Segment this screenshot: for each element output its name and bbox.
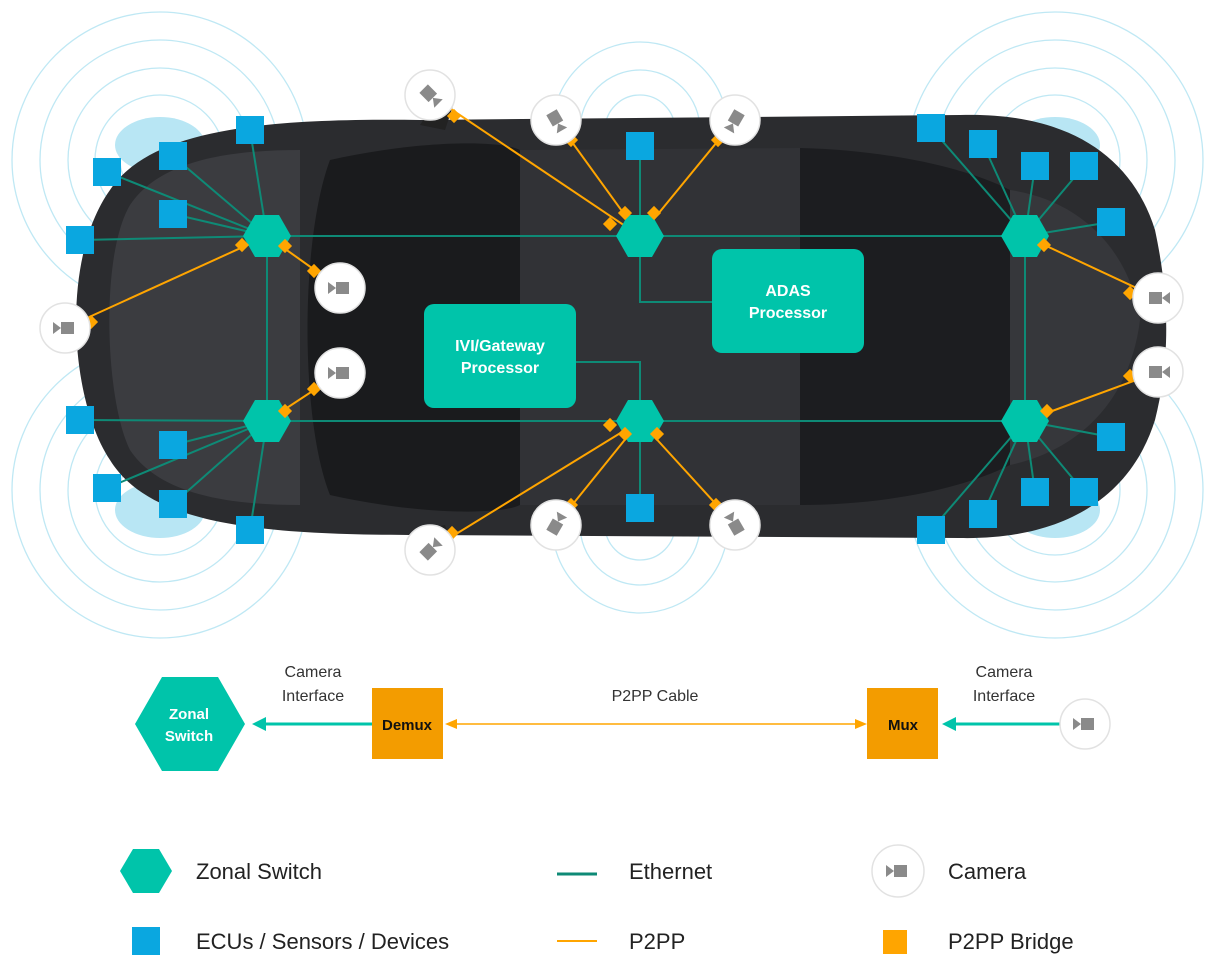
ivi-label-line2: Processor: [461, 360, 539, 377]
legend-ethernet-label: Ethernet: [629, 859, 712, 884]
legend-zonal-switch-label: Zonal Switch: [196, 859, 322, 884]
left-interface-label-line2: Interface: [282, 688, 344, 705]
p2pp-bridge: [1036, 237, 1052, 253]
signal-flow: Zonal Switch Camera Interface Demux P2PP…: [135, 664, 1111, 771]
ecu-nodes: [66, 114, 1125, 544]
flow-zonal-switch: [135, 677, 245, 771]
camera-node-front-left-low: [39, 302, 91, 354]
ecu-square: [236, 116, 264, 144]
ecu-square: [1097, 423, 1125, 451]
flow-arrowhead-right: [942, 717, 956, 731]
p2pp-bridge: [649, 426, 665, 442]
ecu-square: [66, 406, 94, 434]
ivi-gateway-processor: IVI/Gateway Processor: [424, 304, 576, 408]
right-interface-label-line2: Interface: [973, 688, 1035, 705]
camera-node-bottom-middle: [530, 499, 582, 551]
ecu-square: [1021, 478, 1049, 506]
ecu-square: [969, 500, 997, 528]
demux-label: Demux: [382, 717, 433, 734]
rear-window: [800, 148, 1010, 505]
cable-arrowhead-right: [855, 719, 867, 729]
camera-node-bottom-mirror: [404, 524, 456, 576]
flow-zonal-label-line2: Switch: [165, 728, 213, 745]
camera-node-top-middle: [530, 94, 582, 146]
p2pp-bridge: [446, 108, 462, 124]
ecu-square: [1097, 208, 1125, 236]
camera-node-rear-right-lower: [1132, 346, 1184, 398]
legend-camera-label: Camera: [948, 859, 1027, 884]
p2pp-bridge: [277, 238, 293, 254]
flow-arrowhead-left: [252, 717, 266, 731]
p2pp-bridge: [646, 205, 662, 221]
p2pp-bridge: [602, 417, 618, 433]
legend-camera-swatch: [871, 844, 925, 898]
ecu-square: [1070, 478, 1098, 506]
camera-node-bottom-right: [709, 499, 761, 551]
camera-nodes: [39, 69, 1184, 576]
ecu-square: [626, 132, 654, 160]
camera-node-rear-left: [314, 347, 366, 399]
ecu-square: [159, 431, 187, 459]
car-body: [76, 95, 1167, 560]
camera-node-front-left-upper: [314, 262, 366, 314]
ecu-square: [1070, 152, 1098, 180]
ecu-square: [93, 474, 121, 502]
ecu-square: [93, 158, 121, 186]
right-interface-label-line1: Camera: [976, 664, 1033, 681]
camera-node-top-right: [709, 94, 761, 146]
ecu-square: [236, 516, 264, 544]
legend-p2pp-label: P2PP: [629, 929, 685, 954]
ecu-square: [159, 200, 187, 228]
legend-ecus-label: ECUs / Sensors / Devices: [196, 929, 449, 954]
ecu-square: [917, 516, 945, 544]
ecu-square: [159, 490, 187, 518]
mux-box: [867, 688, 938, 759]
p2pp-bridges: [83, 108, 1138, 541]
ecu-square: [969, 130, 997, 158]
zonal-switch-top-center: [616, 215, 664, 257]
adas-label-line2: Processor: [749, 305, 827, 322]
ecu-square: [159, 142, 187, 170]
zonal-switch-rear-right: [1001, 400, 1049, 442]
camera-node-rear-right-upper: [1132, 272, 1184, 324]
ivi-label-line1: IVI/Gateway: [455, 338, 545, 355]
p2pp-bridge: [234, 237, 250, 253]
roof: [520, 148, 800, 505]
legend-p2pp-bridge-swatch: [883, 930, 907, 954]
demux-box: [372, 688, 443, 759]
flow-zonal-label-line1: Zonal: [169, 706, 209, 723]
mux-label: Mux: [888, 717, 919, 734]
zonal-switch-front-right: [1001, 215, 1049, 257]
p2pp-bridge: [602, 216, 618, 232]
left-interface-label-line1: Camera: [285, 664, 342, 681]
legend-zonal-switch-swatch: [120, 849, 172, 893]
legend-ecu-swatch: [132, 927, 160, 955]
p2pp-bridge: [617, 205, 633, 221]
p2pp-bridge: [277, 403, 293, 419]
adas-processor: ADAS Processor: [712, 249, 864, 353]
camera-node-top-mirror: [404, 69, 456, 121]
p2pp-bridge: [617, 426, 633, 442]
ecu-square: [626, 494, 654, 522]
legend: Zonal Switch ECUs / Sensors / Devices Et…: [120, 844, 1074, 955]
ecu-square: [1021, 152, 1049, 180]
cable-arrowhead-left: [445, 719, 457, 729]
ecu-square: [917, 114, 945, 142]
p2pp-bridge: [1039, 403, 1055, 419]
flow-camera-node: [1059, 698, 1111, 750]
adas-label-line1: ADAS: [765, 283, 811, 300]
legend-p2pp-bridge-label: P2PP Bridge: [948, 929, 1074, 954]
p2pp-bridge: [306, 263, 322, 279]
cable-label: P2PP Cable: [612, 688, 699, 705]
ecu-square: [66, 226, 94, 254]
